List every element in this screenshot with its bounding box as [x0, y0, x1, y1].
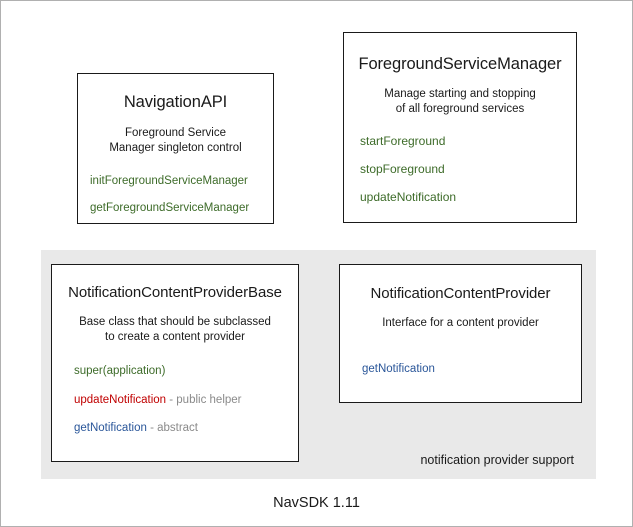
class-box-notification-content-provider-base[interactable]: NotificationContentProviderBase Base cla… [51, 264, 299, 462]
class-description-line: to create a content provider [105, 330, 245, 343]
class-title: NavigationAPI [123, 93, 228, 111]
method-name: updateNotification [74, 393, 167, 406]
class-box-foreground-service-manager[interactable]: ForegroundServiceManager Manage starting… [343, 32, 577, 223]
method-note: - public helper [166, 393, 242, 406]
method-item[interactable]: getForegroundServiceManager [90, 201, 273, 215]
method-name: updateNotification [360, 190, 457, 205]
class-description-line: Manager singleton control [109, 141, 242, 154]
class-description-line: Manage starting and stopping [384, 88, 536, 100]
method-name: stopForeground [360, 162, 445, 177]
class-box-notification-content-provider[interactable]: NotificationContentProvider Interface fo… [339, 264, 582, 403]
method-item[interactable]: initForegroundServiceManager [90, 176, 273, 188]
method-name: getNotification [74, 422, 147, 435]
method-name: getForegroundServiceManager [90, 201, 250, 214]
method-item[interactable]: updateNotification - public helper [74, 393, 298, 407]
method-item[interactable]: startForeground [360, 135, 576, 147]
method-item[interactable]: getNotification - abstract [74, 423, 298, 435]
method-note: - abstract [146, 422, 199, 435]
method-list: startForeground stopForeground updateNot… [344, 135, 576, 203]
method-list: super(application) updateNotification - … [52, 366, 298, 435]
class-title: NotificationContentProvider [370, 285, 551, 302]
method-name: super(application) [74, 365, 166, 378]
class-description: Base class that should be subclassed to … [52, 315, 298, 344]
class-description: Interface for a content provider [340, 316, 581, 331]
method-list: initForegroundServiceManager getForegrou… [78, 176, 273, 214]
method-item[interactable]: stopForeground [360, 163, 576, 175]
method-list: getNotification [340, 362, 581, 376]
method-name: initForegroundServiceManager [90, 175, 248, 188]
class-description: Manage starting and stopping of all fore… [344, 87, 576, 116]
class-description: Foreground Service Manager singleton con… [78, 126, 273, 155]
class-title: ForegroundServiceManager [358, 55, 562, 73]
diagram-footer-caption: NavSDK 1.11 [273, 495, 360, 511]
class-box-navigation-api[interactable]: NavigationAPI Foreground Service Manager… [77, 73, 274, 224]
method-name: getNotification [362, 362, 435, 375]
method-item[interactable]: getNotification [362, 362, 581, 376]
method-name: startForeground [360, 134, 446, 149]
class-description-line: Interface for a content provider [382, 317, 539, 329]
class-description-line: Foreground Service [125, 127, 226, 139]
class-description-line: of all foreground services [395, 102, 525, 115]
method-item[interactable]: updateNotification [360, 191, 576, 203]
group-label: notification provider support [420, 453, 574, 467]
class-title: NotificationContentProviderBase [68, 284, 282, 301]
class-description-line: Base class that should be subclassed [79, 316, 271, 328]
method-item[interactable]: super(application) [74, 366, 298, 378]
